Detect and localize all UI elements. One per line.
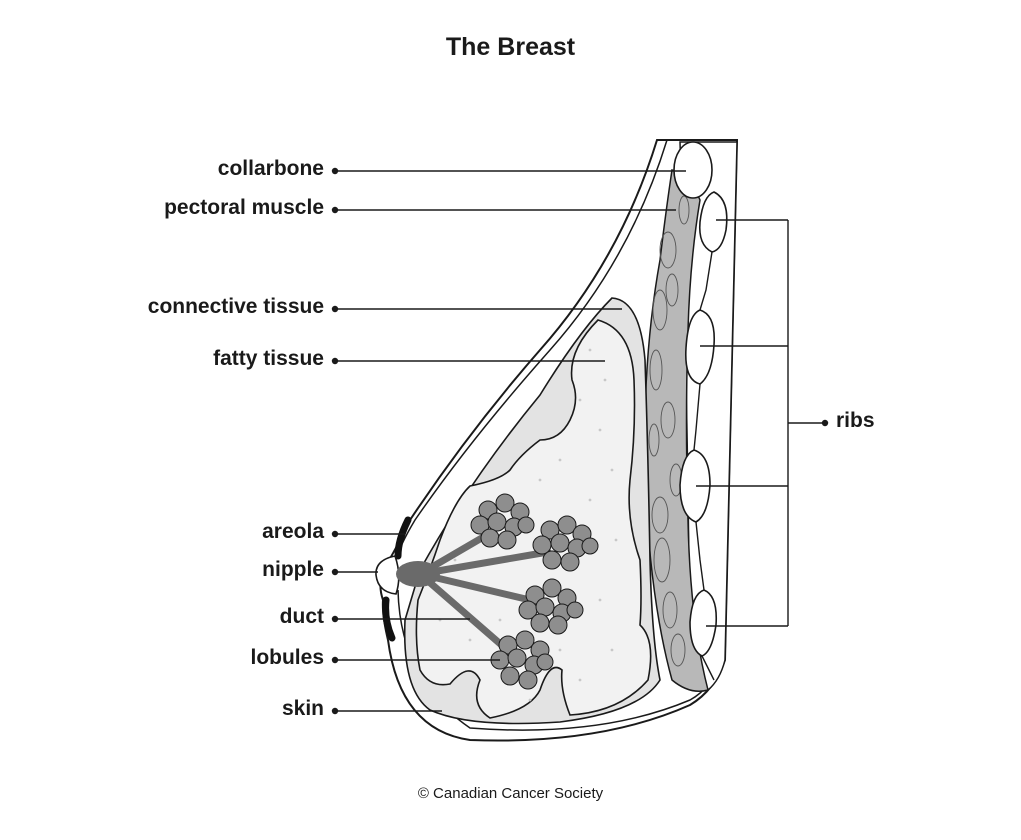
rib-spine-line [693,251,715,681]
label-nipple: nipple [262,558,324,581]
collarbone-shape [673,141,713,199]
label-collarbone: collarbone [217,157,324,180]
lobule-cluster-2 [532,515,599,572]
page-title: The Breast [445,33,576,61]
pectoral-muscle [643,169,709,692]
ribs [679,191,728,657]
lobule-cluster-3 [518,578,584,635]
duct-sinus [396,561,440,587]
label-pectoral-muscle: pectoral muscle [164,196,324,219]
leader-dots [331,167,829,715]
lobule-cluster-1 [470,493,535,550]
label-connective-tissue: connective tissue [147,295,324,318]
copyright-credit: © Canadian Cancer Society [417,785,604,802]
nipple-shape [375,555,400,595]
label-ribs: ribs [836,409,875,432]
muscle-texture [648,195,690,667]
label-fatty-tissue: fatty tissue [213,347,324,370]
fat-speckles [438,348,618,702]
lobules [470,493,599,690]
ribs-bracket [696,219,825,627]
label-duct: duct [279,605,324,628]
label-lobules: lobules [250,646,324,669]
label-areola: areola [262,520,324,543]
label-skin: skin [281,697,324,720]
lobule-cluster-4 [490,630,554,690]
leader-lines [335,170,686,712]
